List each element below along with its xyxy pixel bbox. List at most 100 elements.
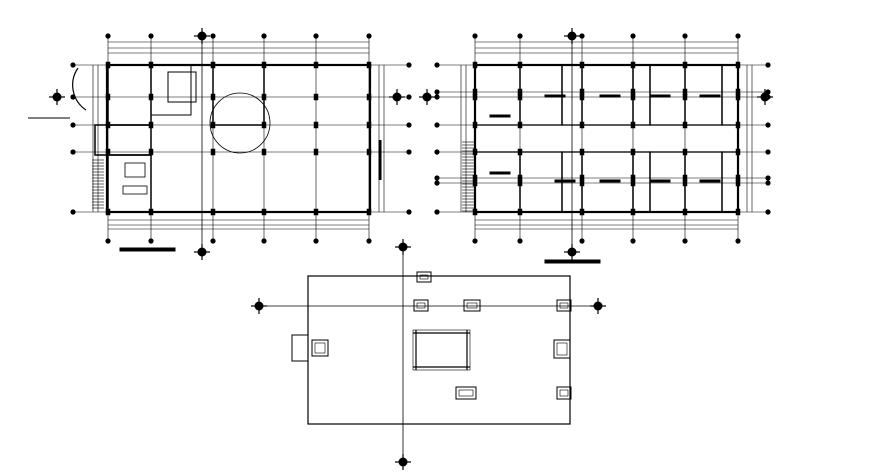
grid-bubble xyxy=(735,33,741,39)
grid-bubble xyxy=(630,238,636,244)
grid-bubble xyxy=(434,180,440,186)
room-label-bar xyxy=(699,179,721,183)
grid-bubble xyxy=(406,122,412,128)
column xyxy=(366,208,372,216)
roof-plan xyxy=(251,239,606,470)
column xyxy=(210,208,216,216)
grid-bubble xyxy=(261,33,267,39)
skylight-frame xyxy=(412,329,471,371)
column xyxy=(313,148,319,156)
roof-vent xyxy=(556,299,572,312)
grid-bubble xyxy=(148,33,154,39)
ground-floor-plan xyxy=(28,28,412,260)
grid-bubble xyxy=(765,62,771,68)
roof-vent xyxy=(311,339,329,357)
column xyxy=(105,148,111,156)
room-wall xyxy=(167,71,197,103)
roof-vent xyxy=(413,299,429,312)
grid-bubble xyxy=(472,238,478,244)
grid-bubble xyxy=(630,33,636,39)
grid-bubble xyxy=(579,33,585,39)
grid-bubble xyxy=(765,175,771,181)
upper-floor-plan xyxy=(419,28,773,264)
scale-bar xyxy=(544,259,601,264)
grid-bubble xyxy=(434,94,440,100)
grid-bubble xyxy=(765,122,771,128)
room-label-bar xyxy=(599,94,621,98)
room-wall xyxy=(721,151,739,213)
room-label-bar xyxy=(699,94,721,98)
room-label-bar xyxy=(649,94,671,98)
room-wall xyxy=(721,64,739,126)
grid-bubble xyxy=(434,62,440,68)
grid-bubble xyxy=(434,89,440,95)
roof-vent-inner xyxy=(314,342,326,354)
room-wall xyxy=(632,151,651,213)
grid-bubble xyxy=(313,238,319,244)
grid-bubble xyxy=(434,122,440,128)
grid-bubble xyxy=(517,33,523,39)
grid-bubble xyxy=(434,209,440,215)
spiral-stair xyxy=(72,67,87,111)
grid-bubble xyxy=(735,238,741,244)
column xyxy=(366,121,372,129)
furniture-sofa xyxy=(122,185,148,195)
grid-bubble xyxy=(406,149,412,155)
grid-bubble xyxy=(765,149,771,155)
exterior-wall xyxy=(105,63,372,214)
grid-bubble xyxy=(682,238,688,244)
grid-bubble xyxy=(366,238,372,244)
grid-bubble xyxy=(406,94,412,100)
room-label-bar xyxy=(649,179,671,183)
exterior-wall xyxy=(473,63,740,214)
grid-bubble xyxy=(434,175,440,181)
roof-vent xyxy=(416,271,432,283)
column xyxy=(366,61,372,69)
room-wall xyxy=(474,151,521,213)
roof-vent-inner xyxy=(466,302,478,309)
grid-bubble xyxy=(472,33,478,39)
room-wall xyxy=(632,64,651,126)
grid-bubble xyxy=(210,33,216,39)
roof-outline xyxy=(307,275,571,425)
room-label-bar xyxy=(554,179,576,183)
grid-bubble xyxy=(70,149,76,155)
column xyxy=(261,208,267,216)
grid-bubble xyxy=(210,238,216,244)
room-wall xyxy=(212,64,265,126)
roof-vent-inner xyxy=(559,389,569,397)
roof-vent-inner xyxy=(416,302,426,309)
room-label-bar xyxy=(544,94,566,98)
grid-bubble xyxy=(313,33,319,39)
roof-vent xyxy=(556,386,572,400)
grid-bubble xyxy=(682,33,688,39)
room-label-bar xyxy=(489,114,511,118)
grid-bubble xyxy=(406,62,412,68)
grid-bubble xyxy=(70,209,76,215)
column xyxy=(313,121,319,129)
grid-bubble xyxy=(105,33,111,39)
roof-projection xyxy=(291,334,309,362)
furniture-table xyxy=(124,162,146,178)
column xyxy=(366,148,372,156)
grid-bubble xyxy=(517,238,523,244)
roof-vent-inner xyxy=(458,389,474,397)
room-label-bar xyxy=(599,179,621,183)
grid-bubble xyxy=(70,122,76,128)
grid-bubble xyxy=(406,209,412,215)
roof-vent xyxy=(455,386,477,400)
column xyxy=(313,61,319,69)
roof-vent-inner xyxy=(559,302,569,309)
column xyxy=(313,93,319,101)
room-wall xyxy=(107,64,152,126)
room-wall xyxy=(94,124,152,156)
roof-vent xyxy=(463,299,481,312)
room-label-bar xyxy=(489,171,511,175)
grid-bubble xyxy=(261,238,267,244)
grid-bubble xyxy=(366,33,372,39)
column xyxy=(261,148,267,156)
column xyxy=(210,148,216,156)
grid-bubble xyxy=(148,238,154,244)
roof-vent-inner xyxy=(419,274,429,280)
